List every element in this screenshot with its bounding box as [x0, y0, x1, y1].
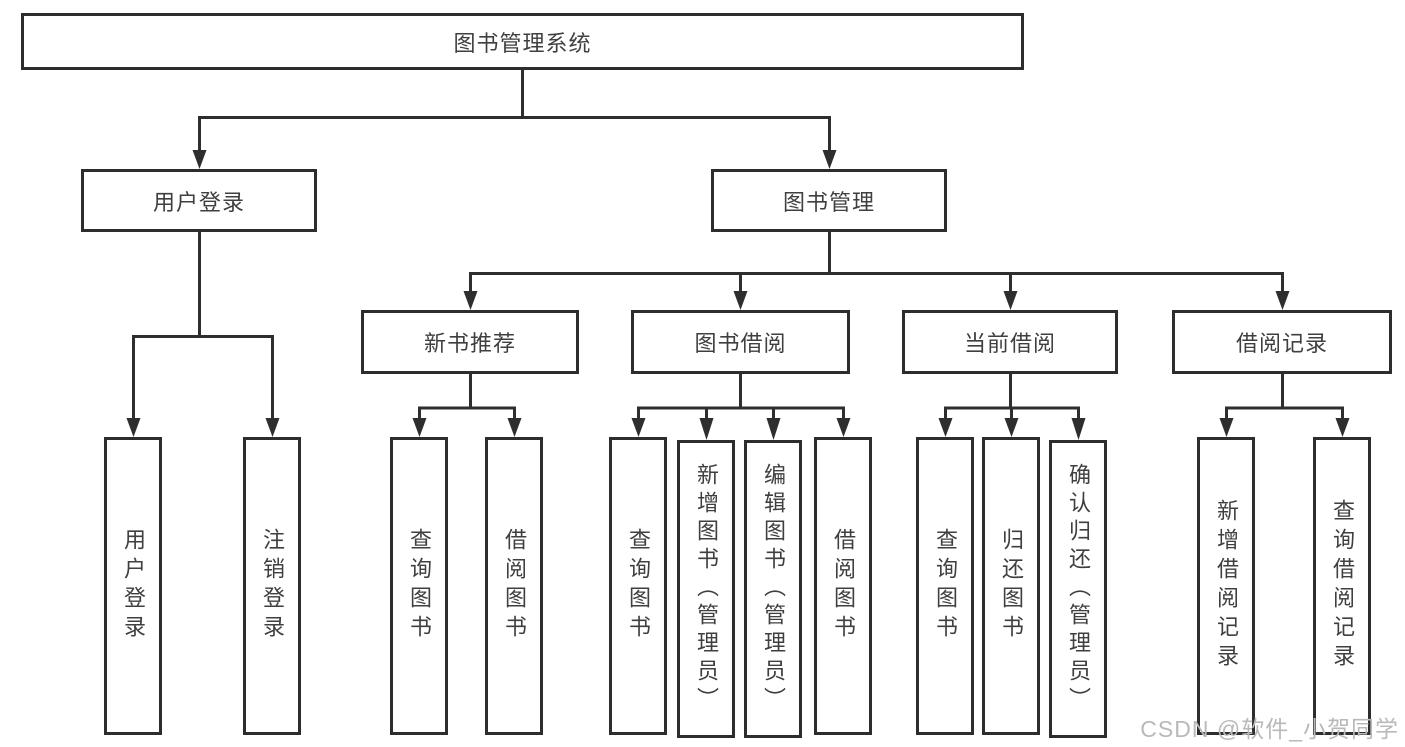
arrowheads	[126, 150, 1350, 440]
leaf-newbook-borrow-books-label: 借阅图书	[502, 528, 527, 644]
node-new-book-recommend: 新书推荐	[361, 310, 579, 374]
leaf-current-query-books-label: 查询图书	[933, 528, 958, 644]
leaf-borrow-query-books-label: 查询图书	[626, 528, 651, 644]
leaf-current-return-books-label: 归还图书	[999, 528, 1024, 644]
leaf-records-add-record: 新增借阅记录	[1197, 437, 1255, 735]
leaf-records-query-record: 查询借阅记录	[1313, 437, 1371, 735]
node-user-login-label: 用户登录	[152, 189, 245, 215]
node-root-system: 图书管理系统	[21, 13, 1024, 70]
csdn-watermark: CSDN @软件_小贺同学	[1140, 716, 1399, 742]
leaf-newbook-query-books-label: 查询图书	[407, 528, 432, 644]
leaf-borrow-borrow-books: 借阅图书	[814, 437, 872, 735]
node-borrow-records-label: 借阅记录	[1235, 331, 1328, 356]
leaf-borrow-edit-books-admin-label: 编辑图书（管理员）	[761, 463, 786, 715]
leaf-current-return-books: 归还图书	[982, 437, 1040, 735]
leaf-newbook-query-books: 查询图书	[390, 437, 448, 735]
leaf-user-login: 用户登录	[104, 437, 162, 735]
node-user-login: 用户登录	[81, 169, 317, 232]
leaf-current-confirm-return-admin: 确认归还（管理员）	[1049, 440, 1107, 738]
leaf-borrow-add-books-admin-label: 新增图书（管理员）	[694, 463, 719, 715]
node-root-label: 图书管理系统	[453, 30, 592, 56]
node-book-borrow-label: 图书借阅	[694, 331, 787, 356]
leaf-user-login-label: 用户登录	[121, 528, 146, 644]
leaf-current-query-books: 查询图书	[916, 437, 974, 735]
leaf-logout-label: 注销登录	[260, 528, 285, 644]
leaf-records-add-record-label: 新增借阅记录	[1214, 499, 1239, 673]
node-new-book-recommend-label: 新书推荐	[423, 331, 516, 356]
node-book-borrow: 图书借阅	[631, 310, 850, 374]
leaf-current-confirm-return-admin-label: 确认归还（管理员）	[1066, 463, 1091, 715]
node-book-management: 图书管理	[711, 169, 947, 232]
node-current-borrow-label: 当前借阅	[963, 331, 1056, 356]
leaf-borrow-query-books: 查询图书	[609, 437, 667, 735]
leaf-borrow-borrow-books-label: 借阅图书	[831, 528, 856, 644]
node-borrow-records: 借阅记录	[1172, 310, 1392, 374]
leaf-borrow-edit-books-admin: 编辑图书（管理员）	[744, 440, 802, 738]
leaf-borrow-add-books-admin: 新增图书（管理员）	[677, 440, 735, 738]
leaf-newbook-borrow-books: 借阅图书	[485, 437, 543, 735]
node-book-management-label: 图书管理	[782, 189, 875, 215]
leaf-records-query-record-label: 查询借阅记录	[1330, 499, 1355, 673]
node-current-borrow: 当前借阅	[902, 310, 1118, 374]
leaf-logout: 注销登录	[243, 437, 301, 735]
